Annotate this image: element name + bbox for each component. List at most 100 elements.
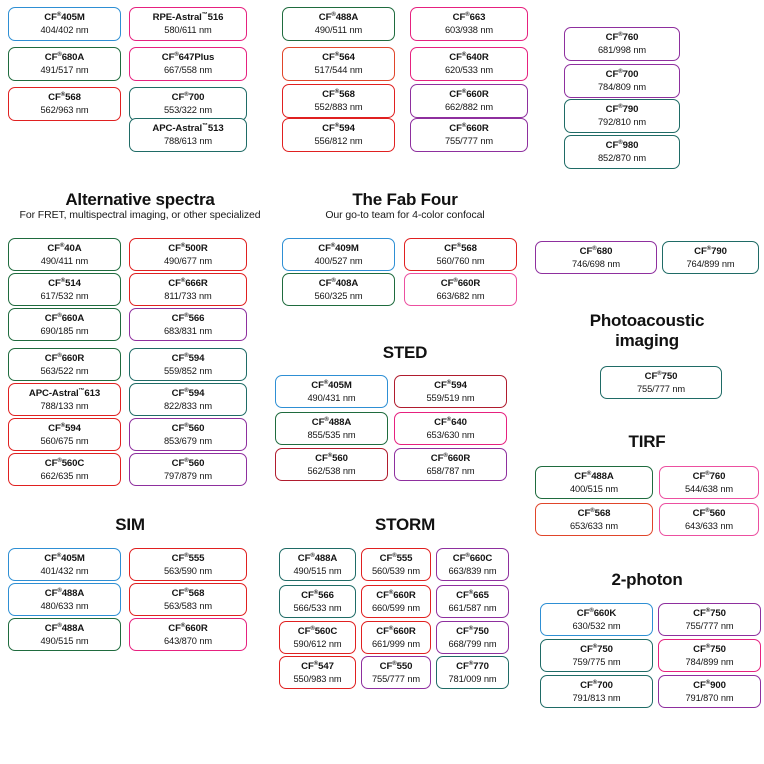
- dye-chip-name: CF®594: [434, 379, 467, 392]
- dye-chip-name: CF®566: [172, 312, 205, 325]
- dye-chip-spectra: 550/983 nm: [293, 673, 342, 684]
- dye-chip-name: CF®568: [444, 242, 477, 255]
- dye-chip-name-suffix: 980: [622, 140, 639, 151]
- dye-chip-spectra: 559/519 nm: [426, 392, 475, 403]
- trademark-mark-icon: ®: [468, 660, 474, 667]
- dye-chip-name: CF®560C: [45, 457, 85, 470]
- dye-chip-name-suffix: 516: [207, 12, 224, 23]
- dye-chip-name-suffix: 568: [339, 89, 355, 100]
- dye-chip-name: CF®700: [172, 92, 205, 104]
- dye-chip-name: CF®405M: [311, 379, 352, 392]
- dye-chip-spectra: 663/682 nm: [436, 290, 485, 301]
- trademark-mark-icon: ®: [184, 352, 189, 359]
- dye-chip-spectra: 667/558 nm: [163, 65, 213, 75]
- dye-chip-spectra: 580/611 nm: [164, 25, 212, 35]
- trademark-mark-icon: ®: [446, 416, 452, 423]
- dye-chip-name-suffix: 560C: [61, 457, 85, 469]
- trademark-mark-icon: ®: [60, 277, 66, 284]
- dye-chip-name-base: CF: [605, 69, 619, 80]
- dye-chip-name-base: CF: [168, 622, 181, 634]
- trademark-mark-icon: ®: [184, 457, 189, 464]
- dye-chip-name-suffix: 594: [339, 123, 355, 134]
- trademark-mark-icon: ®: [56, 11, 62, 18]
- dye-chip-name-suffix: 770: [473, 660, 489, 672]
- dye-chip-name-base: CF: [297, 625, 311, 637]
